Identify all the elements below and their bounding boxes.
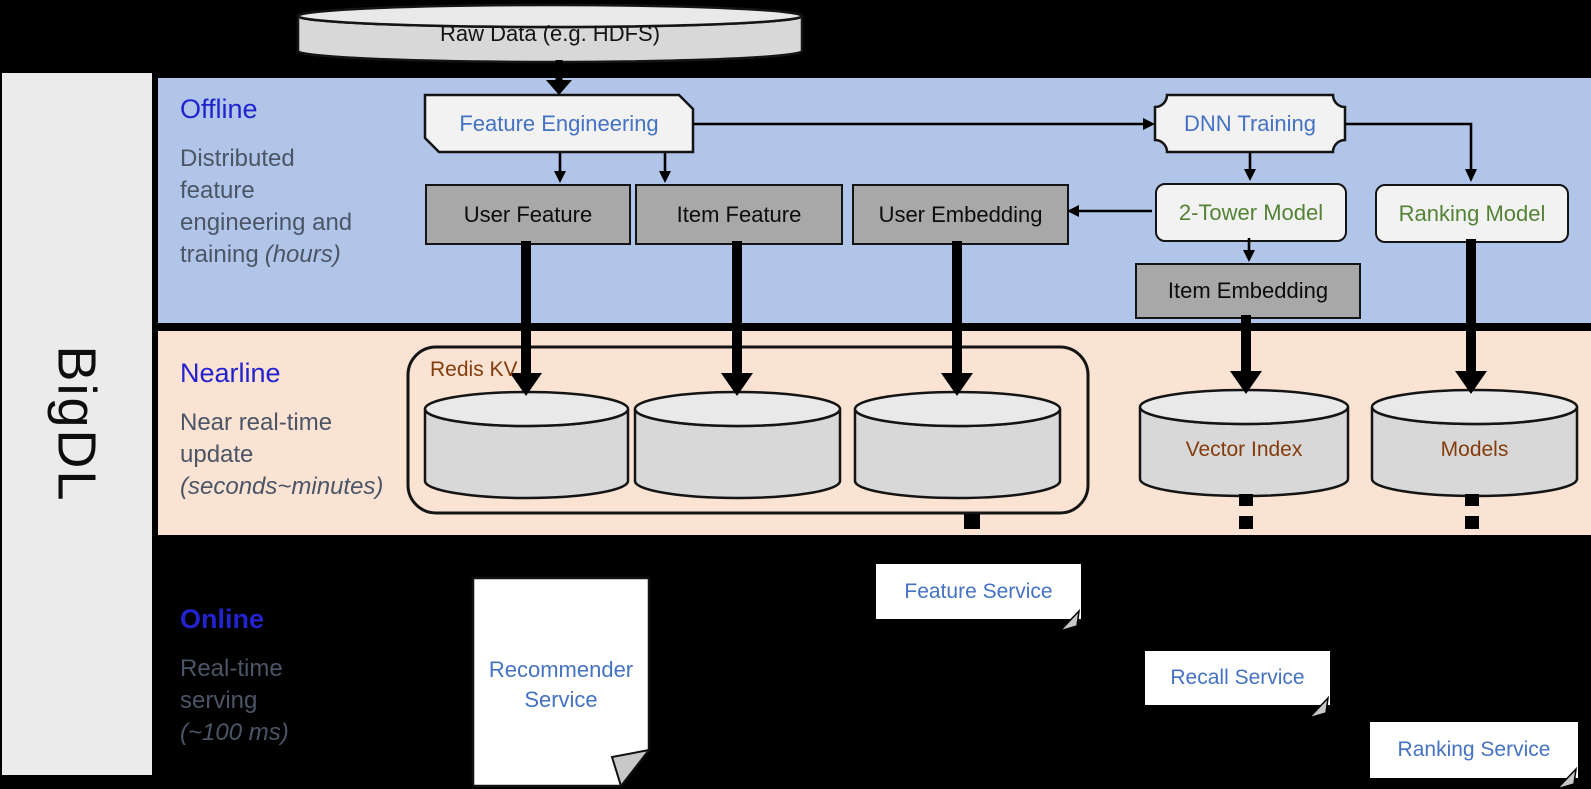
ranking-service-node: Ranking Service (1370, 722, 1578, 778)
bigdl-brand-label: BigDL (47, 345, 108, 503)
ranking-model-node: Ranking Model (1375, 184, 1569, 243)
raw-data-label: Raw Data (e.g. HDFS) (439, 21, 661, 46)
recommender-service-label: Recommender Service (488, 657, 634, 712)
feature-engineering-label: Feature Engineering (459, 110, 659, 136)
item-embedding-node: Item Embedding (1135, 263, 1361, 319)
feature-service-node: Feature Service (876, 564, 1081, 619)
vector-index-label: Vector Index (1185, 438, 1303, 461)
redis-kv-label: Redis KV (430, 358, 518, 381)
nearline-description: Near real-time update (seconds~minutes) (180, 409, 384, 500)
online-title: Online (180, 604, 265, 634)
recall-service-node: Recall Service (1145, 651, 1330, 705)
dnn-training-label: DNN Training (1183, 110, 1317, 136)
item-feature-node: Item Feature (635, 184, 843, 245)
user-embedding-node: User Embedding (852, 184, 1069, 245)
online-description: Real-time serving (~100 ms) (180, 655, 289, 746)
nearline-section-caption: Nearline Near real-time update (seconds~… (180, 358, 430, 503)
online-section-caption: Online Real-time serving (~100 ms) (180, 604, 430, 749)
nearline-title: Nearline (180, 358, 281, 388)
bigdl-brand-panel: BigDL (2, 73, 152, 775)
offline-description: Distributed feature engineering and trai… (180, 145, 353, 268)
offline-title: Offline (180, 94, 258, 124)
user-feature-node: User Feature (425, 184, 631, 245)
offline-section-caption: Offline Distributed feature engineering … (180, 94, 430, 271)
two-tower-model-node: 2-Tower Model (1155, 183, 1347, 242)
models-label: Models (1440, 438, 1509, 461)
